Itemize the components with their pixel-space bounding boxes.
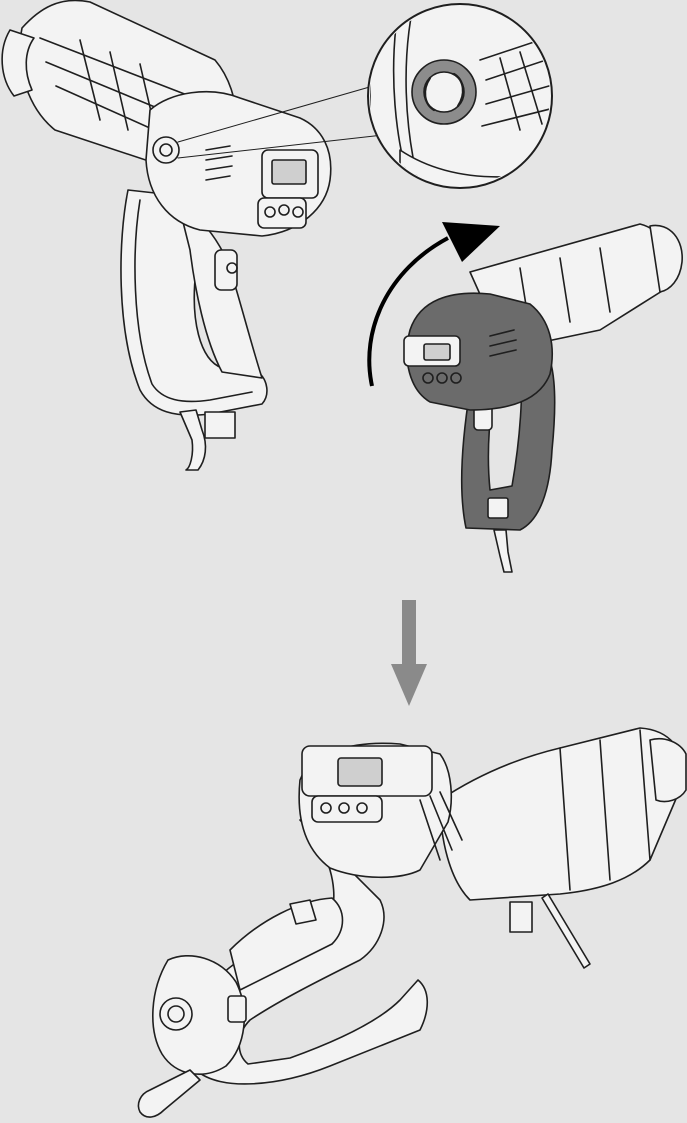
heat-gun-step-1: [1, 0, 393, 471]
rotate-arrow-icon: [367, 222, 500, 387]
button-cluster-icon: [422, 372, 462, 384]
cord-end-cap-icon: [152, 955, 246, 1075]
trigger-housing-icon: [179, 209, 263, 379]
button-cluster-icon: [311, 795, 383, 823]
nozzle-icon: [649, 738, 687, 803]
rotation-knob-icon: [152, 136, 180, 164]
nozzle-icon: [1, 29, 35, 97]
display-screen-icon: [271, 159, 307, 185]
power-cord-icon: [137, 1069, 201, 1118]
down-arrow-icon: [391, 600, 427, 706]
button-cluster-icon: [257, 197, 307, 229]
display-screen-icon: [337, 757, 383, 787]
rear-housing-icon: [406, 292, 553, 411]
trigger-switch-icon: [227, 995, 247, 1023]
power-cord-icon: [179, 409, 207, 471]
power-cord-icon: [493, 529, 513, 573]
heat-gun-step-2: [403, 223, 683, 573]
display-screen-icon: [423, 343, 451, 361]
barrel-icon: [439, 727, 685, 901]
nozzle-icon: [649, 224, 683, 293]
heat-gun-step-3: [137, 727, 687, 1118]
trigger-switch-icon: [214, 249, 238, 291]
stand-leg-icon: [541, 893, 591, 969]
